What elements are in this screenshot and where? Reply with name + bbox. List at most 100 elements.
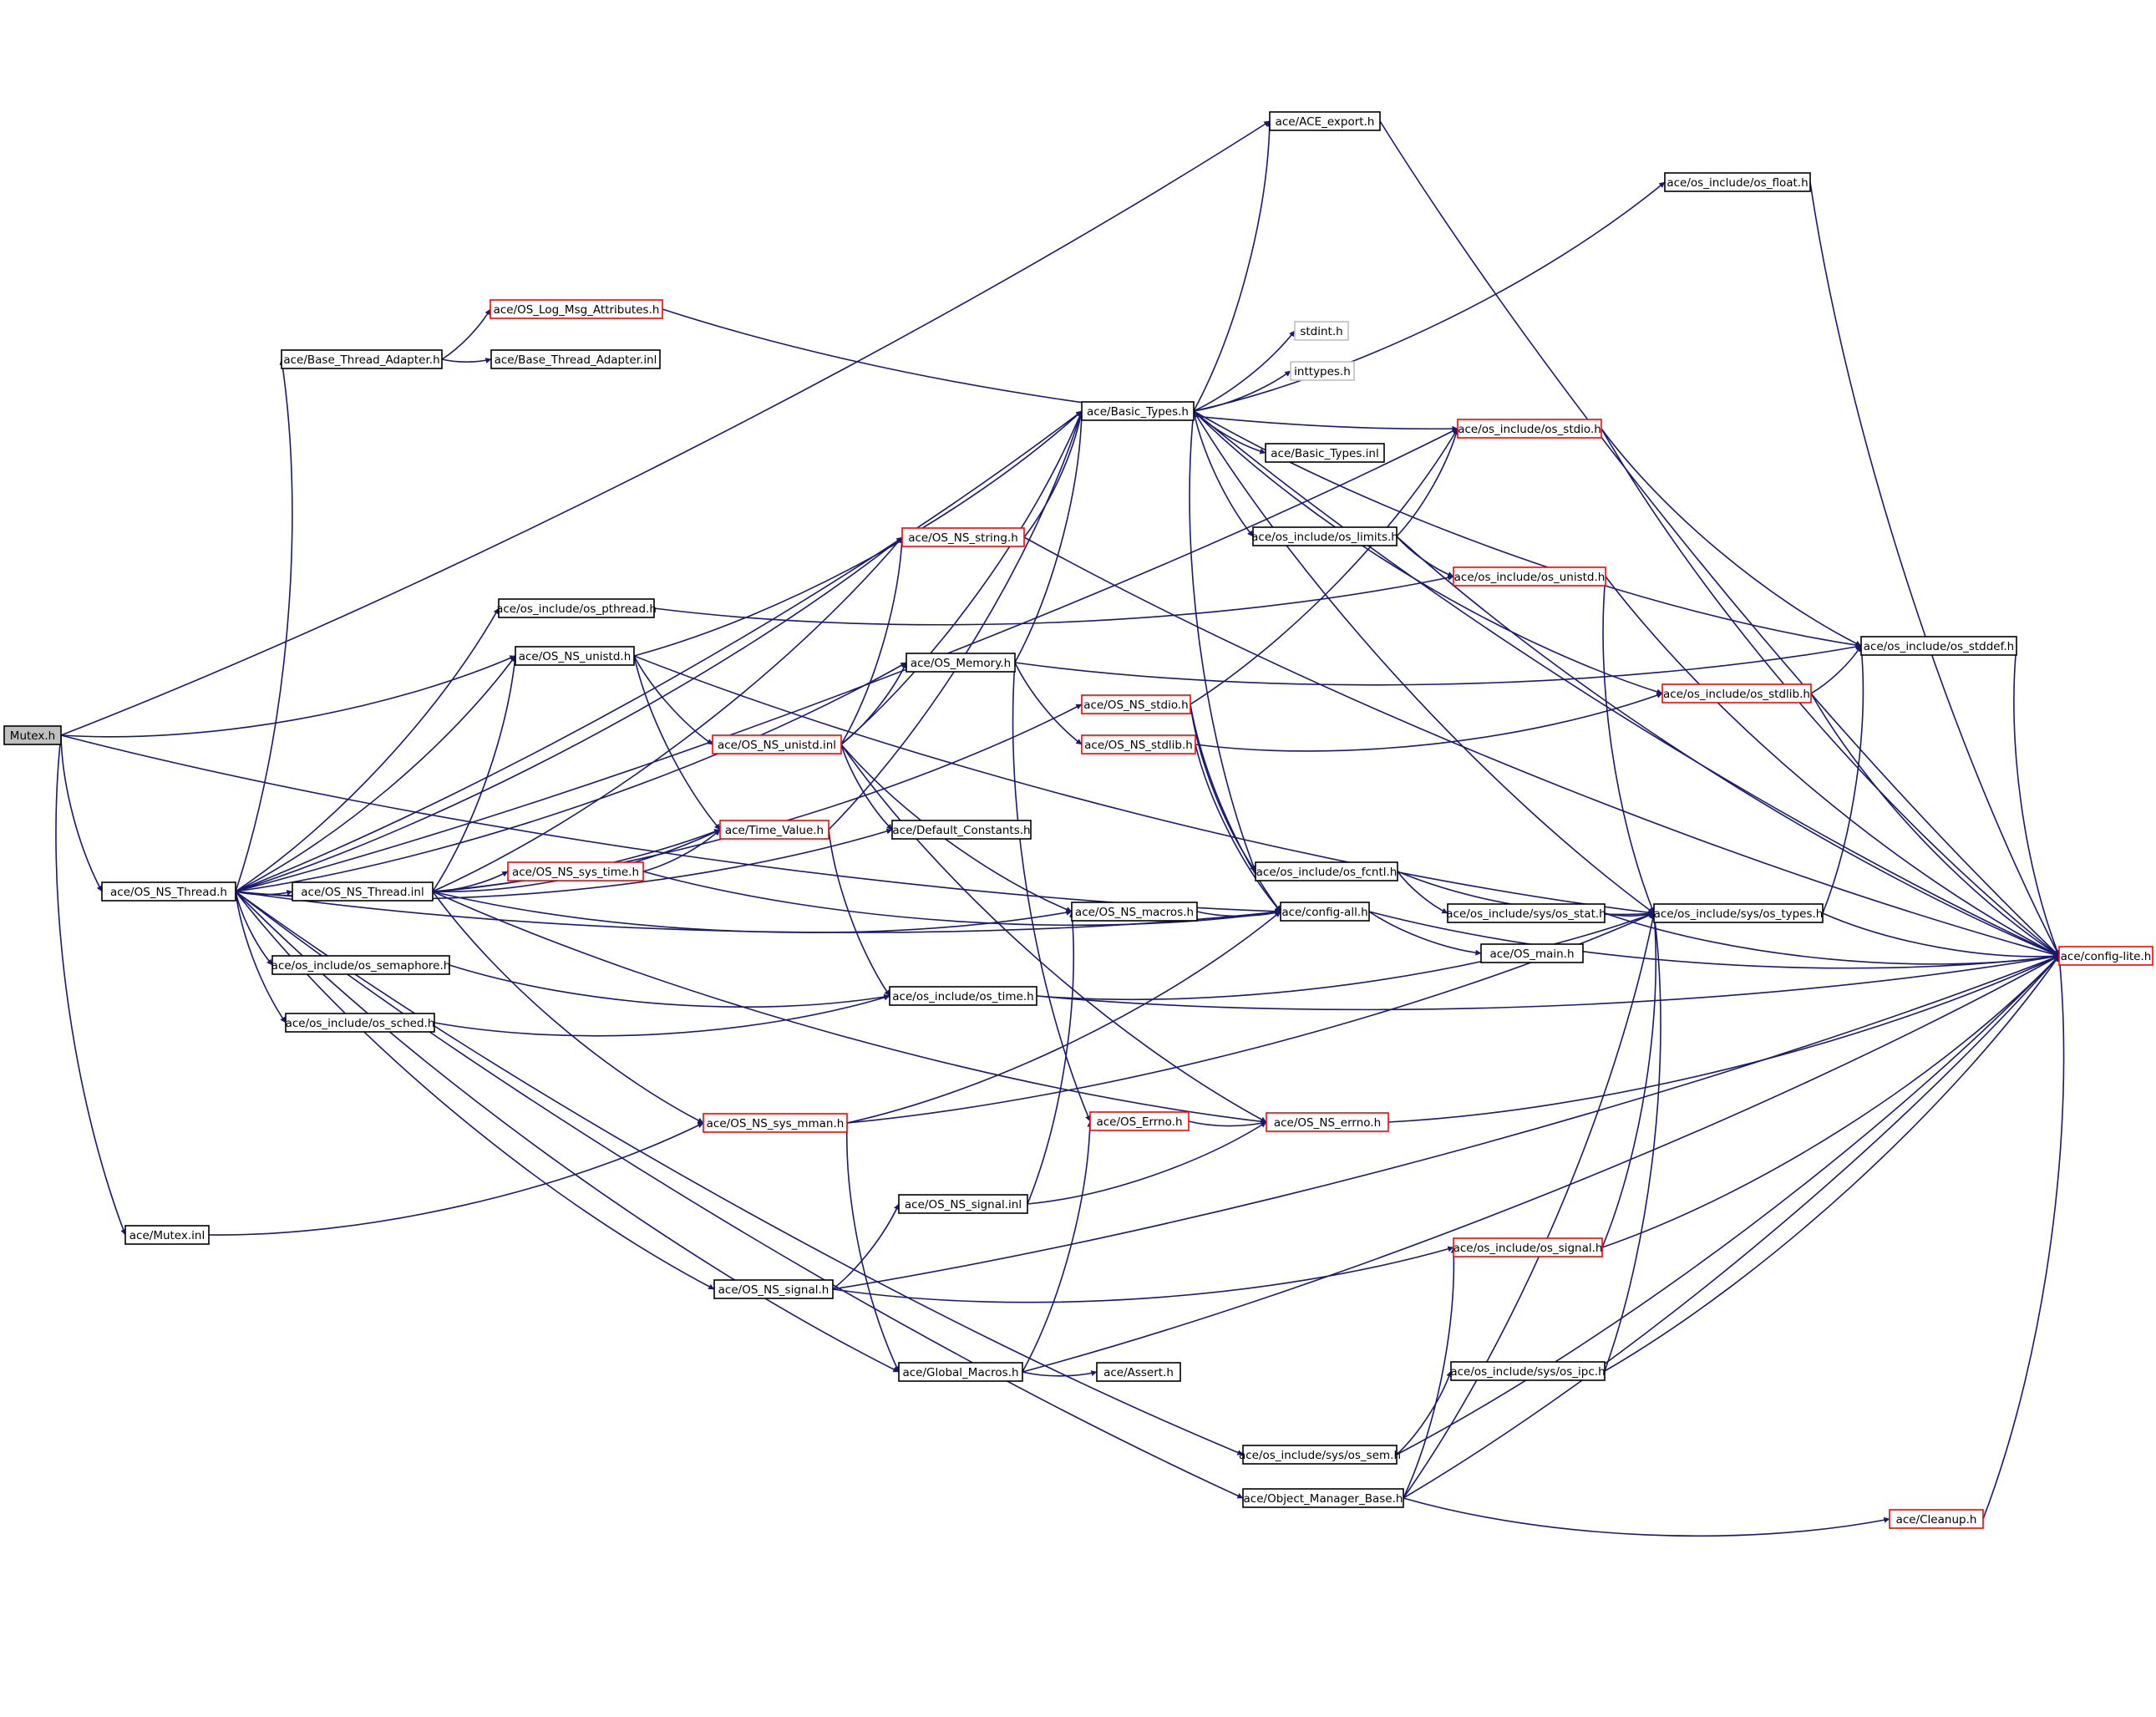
node-default-constants-h[interactable]: ace/Default_Constants.h: [891, 820, 1032, 840]
node-os-unistd-h[interactable]: ace/os_include/os_unistd.h: [1453, 566, 1606, 587]
node-label: ace/Time_Value.h: [725, 824, 824, 837]
node-mutex-h[interactable]: Mutex.h: [3, 725, 62, 745]
node-label: ace/os_include/os_stdio.h: [1458, 423, 1601, 436]
edge-os-ns-signal-h-to-os-ns-signal-inl: [832, 1203, 900, 1290]
edge-os-ns-thread-h-to-os-pthread-h: [235, 607, 500, 892]
edge-os-limits-h-to-os-stdio-h: [1396, 428, 1459, 537]
node-os-stdio-h[interactable]: ace/os_include/os_stdio.h: [1457, 419, 1602, 439]
node-os-main-h[interactable]: ace/OS_main.h: [1480, 943, 1584, 963]
node-os-stat-h[interactable]: ace/os_include/sys/os_stat.h: [1446, 903, 1606, 923]
node-label: ace/os_include/sys/os_ipc.h: [1450, 1365, 1605, 1379]
node-os-time-h[interactable]: ace/os_include/os_time.h: [889, 986, 1037, 1006]
node-base-thread-adapter-inl[interactable]: ace/Base_Thread_Adapter.inl: [490, 349, 661, 369]
edge-os-memory-h-to-os-stddef-h: [1014, 643, 1862, 686]
node-os-ns-signal-h[interactable]: ace/OS_NS_signal.h: [713, 1279, 834, 1299]
node-os-ns-macros-h[interactable]: ace/OS_NS_macros.h: [1071, 902, 1198, 922]
node-label: ace/Default_Constants.h: [892, 824, 1030, 837]
node-os-ns-sys-time-h[interactable]: ace/OS_NS_sys_time.h: [507, 861, 644, 881]
edge-os-ns-errno-h-to-config-lite-h: [1387, 955, 2060, 1123]
edge-base-thread-adapter-h-to-base-thread-adapter-inl: [441, 358, 492, 363]
edge-os-unistd-h-to-config-lite-h: [1605, 576, 2060, 957]
node-label: ace/OS_NS_unistd.inl: [718, 739, 836, 752]
edge-os-ns-unistd-h-to-time-value-h: [633, 655, 721, 831]
node-box: [1255, 861, 1398, 881]
edge-os-ns-signal-h-to-config-lite-h: [832, 955, 2060, 1290]
edge-os-ns-thread-h-to-basic-types-h: [235, 410, 1083, 892]
edge-os-sem-h-to-os-ipc-h: [1396, 1370, 1453, 1455]
node-os-memory-h[interactable]: ace/OS_Memory.h: [906, 653, 1016, 673]
node-cleanup-h[interactable]: ace/Cleanup.h: [1889, 1509, 1984, 1529]
node-label: ace/os_include/sys/os_stat.h: [1446, 907, 1606, 921]
node-box: [1242, 1445, 1398, 1465]
node-object-manager-base-h[interactable]: ace/Object_Manager_Base.h: [1242, 1488, 1404, 1508]
node-os-ipc-h[interactable]: ace/os_include/sys/os_ipc.h: [1450, 1361, 1606, 1381]
node-os-ns-sys-mman-h[interactable]: ace/OS_NS_sys_mman.h: [703, 1113, 848, 1133]
node-os-ns-stdio-h[interactable]: ace/OS_NS_stdio.h: [1081, 694, 1191, 714]
node-box: [1269, 111, 1381, 131]
edge-basic-types-h-to-config-lite-h: [1193, 410, 2060, 957]
edge-global-macros-h-to-os-errno-h: [1022, 1120, 1093, 1373]
node-os-pthread-h[interactable]: ace/os_include/os_pthread.h: [496, 598, 657, 618]
node-box: [712, 734, 842, 754]
edge-global-macros-h-to-config-lite-h: [1022, 955, 2060, 1373]
edge-os-ns-stdio-h-to-os-stdio-h: [1190, 428, 1458, 705]
node-label: ace/OS_NS_stdlib.h: [1084, 739, 1193, 752]
node-os-sem-h[interactable]: ace/os_include/sys/os_sem.h: [1239, 1445, 1401, 1465]
edge-os-unistd-h-to-os-types-h: [1602, 576, 1655, 914]
edge-os-sched-h-to-os-time-h: [434, 994, 890, 1037]
edge-mutex-h-to-os-ns-thread-h: [60, 734, 103, 892]
node-os-semaphore-h[interactable]: ace/os_include/os_semaphore.h: [271, 955, 451, 975]
node-box: [703, 1113, 848, 1133]
node-time-value-h[interactable]: ace/Time_Value.h: [719, 820, 829, 840]
edge-os-stdio-h-to-os-stddef-h: [1601, 428, 1862, 647]
node-box: [898, 1194, 1028, 1214]
node-label: ace/os_include/sys/os_types.h: [1654, 907, 1824, 921]
node-label: ace/os_include/os_pthread.h: [496, 602, 657, 616]
edge-basic-types-h-to-os-types-h: [1193, 410, 1655, 914]
node-basic-types-h[interactable]: ace/Basic_Types.h: [1081, 401, 1195, 421]
node-global-macros-h[interactable]: ace/Global_Macros.h: [898, 1362, 1023, 1382]
node-mutex-inl[interactable]: ace/Mutex.inl: [124, 1225, 210, 1245]
node-label: ace/ACE_export.h: [1276, 115, 1375, 129]
node-base-thread-adapter-h[interactable]: ace/Base_Thread_Adapter.h: [281, 349, 443, 369]
node-os-ns-string-h[interactable]: ace/OS_NS_string.h: [901, 527, 1025, 547]
node-os-sched-h[interactable]: ace/os_include/os_sched.h: [285, 1013, 435, 1033]
node-os-ns-unistd-h[interactable]: ace/OS_NS_unistd.h: [515, 646, 635, 666]
edge-base-thread-adapter-h-to-os-log-msg-attributes-h: [441, 308, 491, 360]
edge-mutex-inl-to-os-ns-sys-mman-h: [208, 1122, 704, 1236]
edge-os-ns-stdlib-h-to-config-all-h: [1195, 744, 1281, 912]
node-ace-export-h[interactable]: ace/ACE_export.h: [1269, 111, 1381, 131]
node-os-fcntl-h[interactable]: ace/os_include/os_fcntl.h: [1255, 861, 1398, 881]
node-inttypes-h[interactable]: inttypes.h: [1290, 361, 1355, 381]
node-os-stddef-h[interactable]: ace/os_include/os_stddef.h: [1860, 636, 2017, 656]
node-os-types-h[interactable]: ace/os_include/sys/os_types.h: [1653, 903, 1824, 923]
node-os-ns-stdlib-h[interactable]: ace/OS_NS_stdlib.h: [1081, 734, 1196, 754]
node-box: [490, 349, 661, 369]
node-label: ace/OS_NS_sys_mman.h: [707, 1117, 845, 1130]
node-stdint-h[interactable]: stdint.h: [1294, 321, 1349, 341]
node-os-log-msg-attributes-h[interactable]: ace/OS_Log_Msg_Attributes.h: [490, 299, 663, 319]
node-os-ns-errno-h[interactable]: ace/OS_NS_errno.h: [1266, 1112, 1389, 1132]
node-box: [1071, 902, 1198, 922]
node-label: ace/OS_NS_signal.h: [718, 1283, 829, 1297]
node-os-float-h[interactable]: ace/os_include/os_float.h: [1664, 172, 1811, 192]
node-os-ns-signal-inl[interactable]: ace/OS_NS_signal.inl: [898, 1194, 1028, 1214]
node-box: [3, 725, 62, 745]
node-basic-types-inl[interactable]: ace/Basic_Types.inl: [1265, 443, 1385, 463]
node-os-signal-h[interactable]: ace/os_include/os_signal.h: [1453, 1237, 1603, 1257]
node-config-all-h[interactable]: ace/config-all.h: [1280, 902, 1370, 922]
node-os-ns-thread-inl[interactable]: ace/OS_NS_Thread.inl: [292, 881, 434, 902]
edge-os-stat-h-to-config-lite-h: [1604, 912, 2060, 965]
node-box: [906, 653, 1016, 673]
node-os-limits-h[interactable]: ace/os_include/os_limits.h: [1251, 526, 1398, 546]
node-os-ns-thread-h[interactable]: ace/OS_NS_Thread.h: [101, 881, 236, 902]
edge-object-manager-base-h-to-config-lite-h: [1403, 955, 2060, 1499]
edge-os-time-h-to-os-types-h: [1036, 912, 1655, 1001]
node-os-ns-unistd-inl[interactable]: ace/OS_NS_unistd.inl: [712, 734, 842, 754]
node-os-errno-h[interactable]: ace/OS_Errno.h: [1089, 1111, 1190, 1131]
node-assert-h[interactable]: ace/Assert.h: [1096, 1362, 1181, 1382]
edge-os-ns-stdio-h-to-config-all-h: [1190, 704, 1281, 912]
node-os-stdlib-h[interactable]: ace/os_include/os_stdlib.h: [1661, 683, 1812, 704]
node-box: [1081, 694, 1191, 714]
node-config-lite-h[interactable]: ace/config-lite.h: [2058, 946, 2153, 966]
